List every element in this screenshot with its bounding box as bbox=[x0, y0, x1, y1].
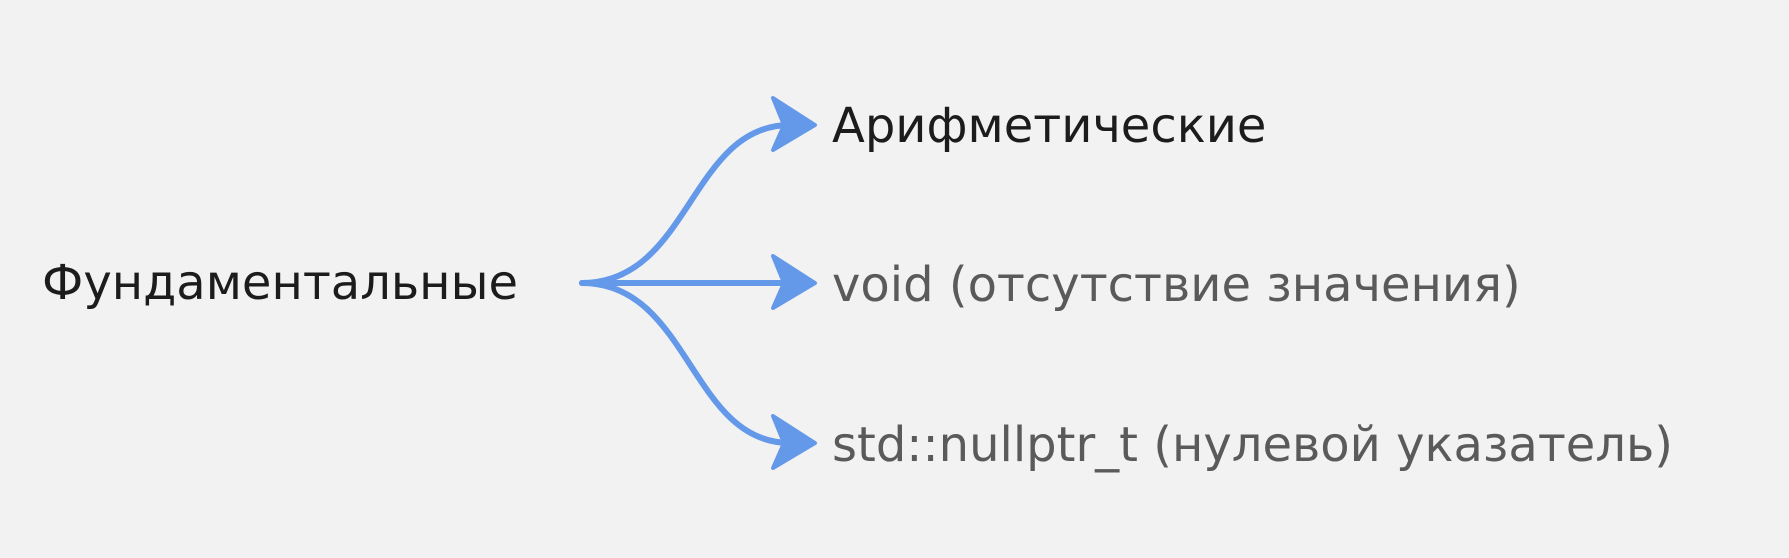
child-node-void: void (отсутствие значения) bbox=[832, 257, 1521, 313]
arrowhead-nullptr bbox=[771, 414, 817, 470]
root-node-label: Фундаментальные bbox=[42, 255, 518, 311]
arrowhead-arithmetic bbox=[771, 96, 817, 152]
child-node-arithmetic: Арифметические bbox=[832, 98, 1267, 154]
arrowhead-void bbox=[771, 254, 817, 310]
arrow-to-arithmetic bbox=[579, 122, 793, 286]
arrow-to-nullptr bbox=[579, 280, 793, 446]
child-node-nullptr: std::nullptr_t (нулевой указатель) bbox=[832, 417, 1674, 473]
